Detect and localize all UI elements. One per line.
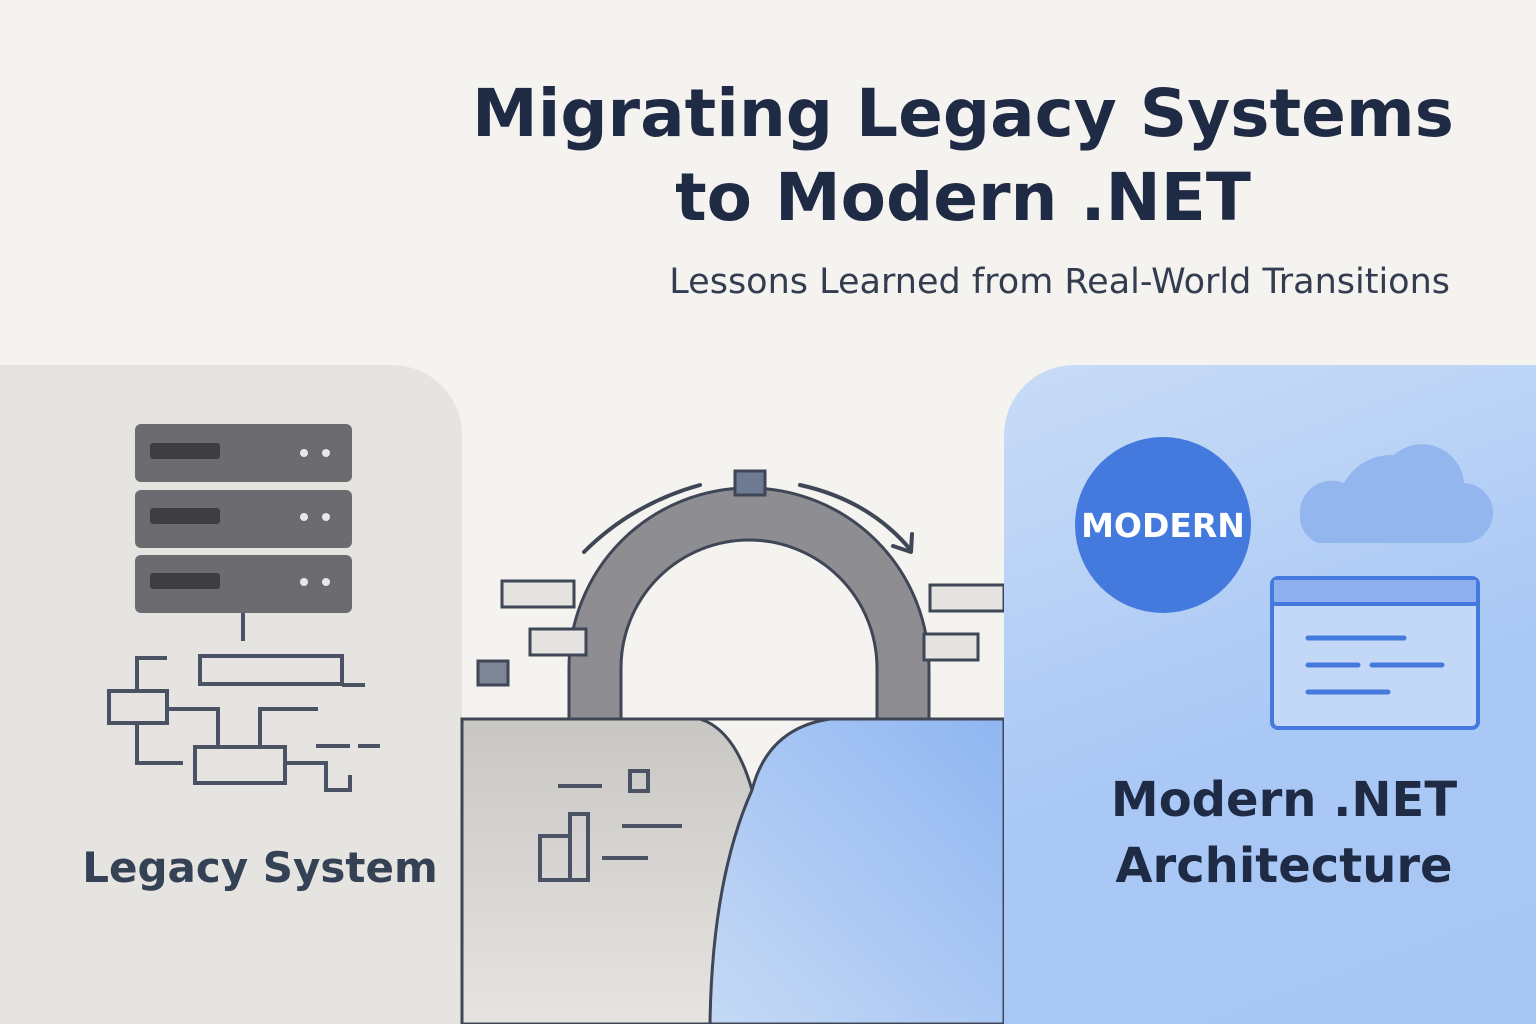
title-line-2: to Modern .NET — [675, 159, 1251, 236]
page-title: Migrating Legacy Systems to Modern .NET — [420, 72, 1506, 240]
modern-architecture-label: Modern .NET Architecture — [1064, 767, 1504, 899]
migration-arch-icon — [476, 469, 1006, 721]
modern-ground — [708, 717, 1006, 1024]
app-window-icon — [1270, 576, 1480, 730]
server-rack-icon — [135, 424, 352, 613]
cloud-icon — [1299, 444, 1494, 544]
legacy-flow-diagram-icon — [107, 613, 380, 792]
modern-label-line-2: Architecture — [1115, 838, 1453, 894]
legacy-system-label: Legacy System — [82, 843, 438, 892]
page-subtitle: Lessons Learned from Real-World Transiti… — [669, 262, 1450, 302]
legacy-illustration — [107, 424, 380, 792]
modern-panel: MODERN Modern .NET Architecture — [1004, 365, 1536, 1024]
modern-label-line-1: Modern .NET — [1110, 772, 1458, 828]
modern-illustration: MODERN — [1075, 437, 1494, 730]
legacy-panel: Legacy System — [0, 365, 462, 1024]
bar-chart-icon — [538, 769, 682, 882]
title-line-1: Migrating Legacy Systems — [472, 75, 1454, 152]
modern-badge: MODERN — [1075, 437, 1251, 613]
modern-badge-text: MODERN — [1081, 506, 1245, 545]
